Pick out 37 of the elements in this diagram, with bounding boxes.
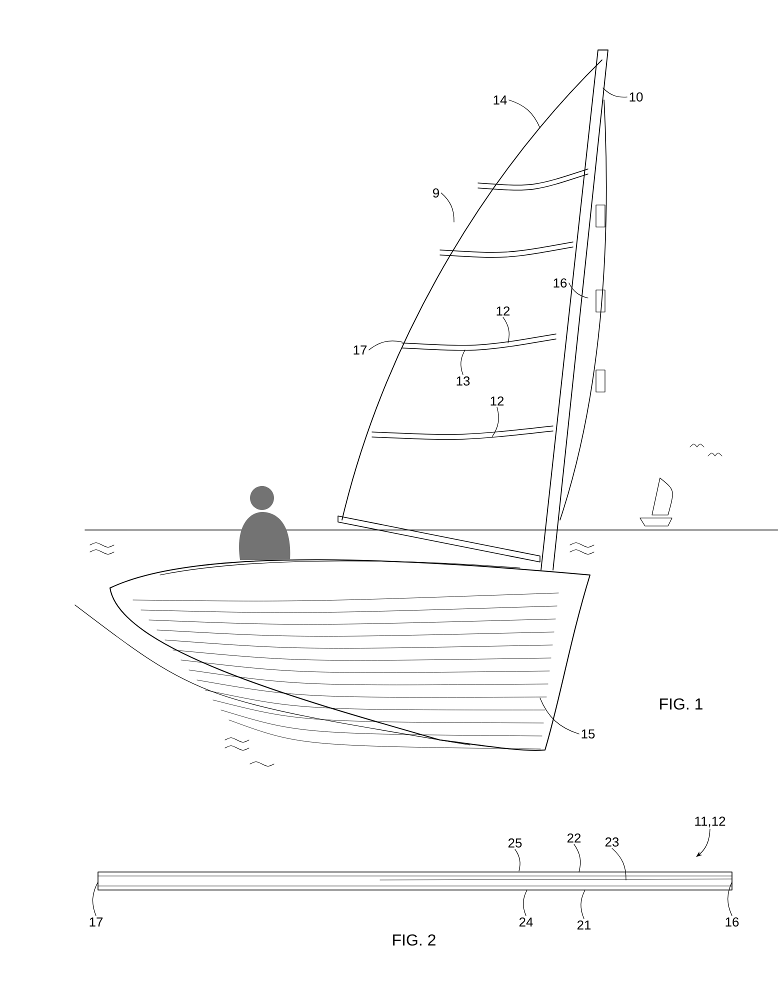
leader-line bbox=[696, 828, 710, 857]
callout-number: 23 bbox=[605, 837, 619, 847]
leader-line bbox=[502, 316, 510, 344]
leader-line bbox=[580, 890, 586, 920]
batten-drawing bbox=[98, 872, 732, 890]
callout-number: 12 bbox=[490, 396, 504, 406]
leader-line bbox=[540, 698, 580, 734]
callout-number: 16 bbox=[554, 278, 567, 288]
callout-number: 11,12 bbox=[695, 816, 726, 828]
callout-number: 15 bbox=[582, 729, 595, 739]
leader-line bbox=[612, 848, 626, 880]
figure-label: FIG. 1 bbox=[660, 698, 702, 710]
figure-label: FIG. 2 bbox=[393, 934, 436, 946]
callout-number: 13 bbox=[456, 376, 470, 386]
callout-number: 21 bbox=[577, 920, 591, 930]
callout-number: 14 bbox=[494, 96, 507, 104]
leader-line bbox=[568, 282, 588, 298]
leader-line bbox=[92, 882, 98, 916]
leader-line bbox=[514, 849, 520, 872]
callout-number: 22 bbox=[567, 833, 581, 843]
leader-line bbox=[441, 192, 454, 222]
leader-line bbox=[523, 890, 528, 916]
leader-line bbox=[492, 406, 499, 438]
leader-line bbox=[574, 844, 581, 872]
leader-line bbox=[368, 340, 402, 350]
leader-line bbox=[602, 88, 628, 98]
leader-line bbox=[508, 100, 540, 128]
leader-line bbox=[460, 350, 466, 375]
leader-line bbox=[728, 882, 732, 916]
callout-number: 9 bbox=[433, 188, 439, 198]
callout-number: 25 bbox=[508, 838, 522, 848]
callout-number: 17 bbox=[90, 918, 103, 926]
callout-number: 24 bbox=[519, 917, 533, 927]
callout-number: 12 bbox=[496, 306, 510, 316]
callout-number: 16 bbox=[726, 917, 739, 927]
callout-number: 17 bbox=[354, 346, 367, 354]
callout-number: 10 bbox=[630, 92, 643, 102]
